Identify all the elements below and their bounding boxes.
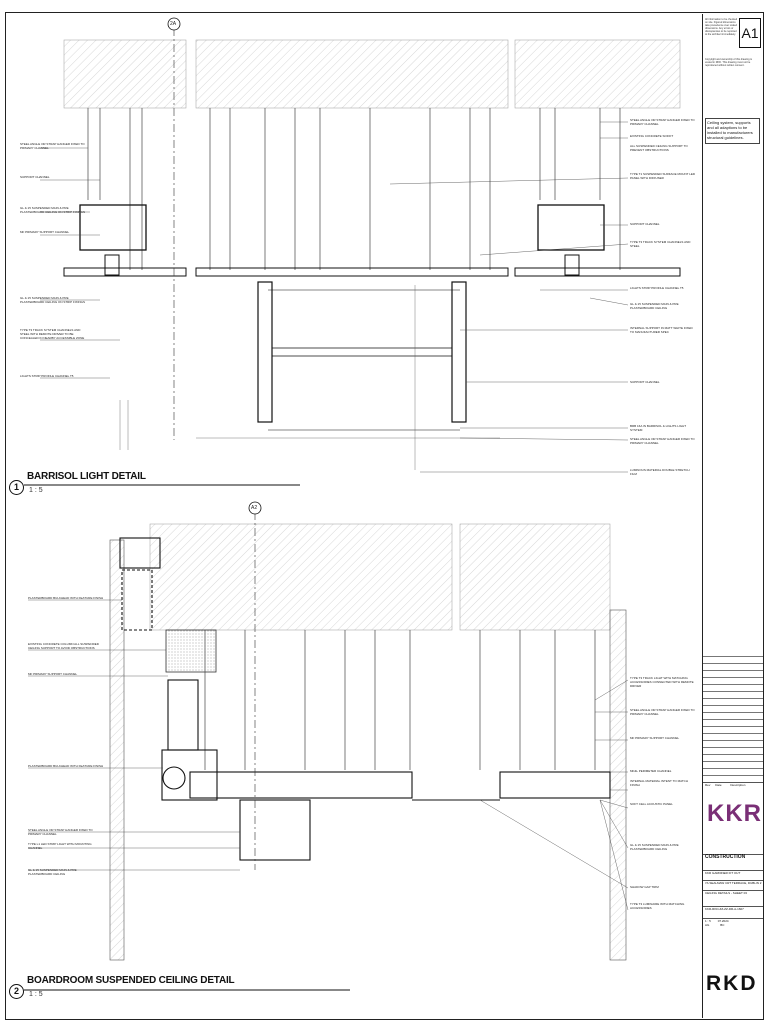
- d2-label-right-8: TYPE T3 LUMINAIRE WITH MATCHING ACCESSOR…: [630, 902, 685, 910]
- d1-label-right-3: TYPE T1 SUSPENDED SURFACE MOUNT LED PANE…: [630, 172, 696, 180]
- detail1-leaders: [40, 121, 629, 473]
- d1-label-right-7: GL & 15 SUSPENDED MAIN & PRE PLASTERBOAR…: [630, 302, 679, 310]
- detail1-grid-bubble: [167, 17, 181, 31]
- d1-label-right-10: BRB 16A IN BARRISOL & LIGHTS LIGHT SYSTE…: [630, 424, 687, 432]
- d2-label-left-1: EXISTING CONCRETE COLUMN ALL SUSPENDED C…: [28, 642, 99, 650]
- d2-label-right-4: INTERNAL MATERIAL INTENT TO MATCH FINISH: [630, 779, 689, 787]
- general-notes: All information to be checked on site. F…: [705, 18, 738, 36]
- rev-col: Rev: [705, 783, 711, 787]
- d1-label-left-2: GL & 15 SUSPENDED MAIN & PRE PLASTERBOAR…: [20, 206, 85, 214]
- d2-label-left-3: PLASTERBOARD BULKHEAD WITH FEATURE FINIS…: [28, 764, 104, 768]
- detail1-title: BARRISOL LIGHT DETAIL: [27, 471, 146, 482]
- drawn-value: AG: [705, 923, 710, 927]
- client-logo: KKR: [707, 800, 762, 827]
- d1-label-right-9: SUPPORT CHANNEL: [630, 380, 660, 384]
- detail1-soffit: [63, 39, 681, 109]
- detail1-dims: [119, 285, 500, 470]
- detail2-grid-bubble: [248, 501, 262, 515]
- d2-label-right-6: GL & 15 SUSPENDED MAIN & PRE PLASTERBOAR…: [630, 843, 679, 851]
- detail2-number: 2: [9, 984, 24, 999]
- d2-label-left-6: GL & 15 SUSPENDED MAIN & PRE PLASTERBOAR…: [28, 868, 77, 876]
- d1-label-right-12: LUMINOUS MATERIAL DOUBLE STRETCH FILM: [630, 468, 690, 476]
- scale-value: 1 : 5: [705, 919, 711, 923]
- detail2-soffit: [109, 523, 627, 961]
- title-block: A1 All information to be checked on site…: [702, 14, 763, 1018]
- revision-grid: [703, 650, 763, 780]
- d1-label-right-8: INTERNAL SUPPORT IN MATT WHITE FIXED TO …: [630, 326, 693, 334]
- d1-label-right-4: SUPPORT CHANNEL: [630, 222, 660, 226]
- desc-col: Description: [730, 783, 746, 787]
- d1-label-right-11: STEEL ANGLE OR STRAP HANGER FIXED TO PRI…: [630, 437, 695, 445]
- d1-label-right-6: LIGHTS STRIP PROFILE CHANNEL T5: [630, 286, 684, 290]
- d1-label-left-1: SUPPORT CHANNEL: [20, 175, 50, 179]
- copyright-note: Copyright and ownership of this drawing …: [705, 58, 752, 67]
- d2-label-right-3: MF&L PERIMETER CHANNEL: [630, 769, 672, 773]
- d1-label-left-3: MF PRIMARY SUPPORT CHANNEL: [20, 230, 70, 234]
- detail1-hangers: [87, 108, 621, 270]
- revision-header: Rev Date Description: [703, 782, 763, 788]
- date-col: Date: [715, 783, 722, 787]
- detail2-leaders: [28, 599, 629, 911]
- d2-label-left-4: STEEL ANGLE OR STRAP HANGER FIXED TO PRI…: [28, 828, 93, 836]
- grid-ref-2a: 2A: [170, 21, 177, 27]
- grid-ref-a2: A2: [251, 505, 258, 511]
- d1-label-right-1: EXISTING CONCRETE SOFFIT: [630, 134, 674, 138]
- drawing-title-row: CEILING DETAILS - SHEET 03: [703, 890, 763, 900]
- practice-logo: RKD: [706, 972, 758, 995]
- drawing-sheet: [5, 12, 764, 1020]
- d1-label-left-0: STEEL ANGLE OR STRAP HANGER FIXED TO PRI…: [20, 142, 85, 150]
- address-row: 7A SEALMAW CRT TERRACE, DUBLIN 2: [703, 880, 763, 890]
- sheet-size-mark: A1: [739, 18, 761, 48]
- detail1-ceiling: [63, 204, 681, 277]
- d1-label-left-5: TYPE T3 TRACK SYSTEM CHANNELS AND STEEL …: [20, 328, 85, 340]
- d2-label-left-0: PLASTERBOARD BULKHEAD WITH FEATURE FINIS…: [28, 596, 104, 600]
- status: CONSTRUCTION: [705, 854, 746, 860]
- d1-label-right-2: ALL SUSPENDED CEILING SUPPORT TO PREVENT…: [630, 144, 688, 152]
- status-row: CONSTRUCTION: [703, 854, 763, 868]
- d2-label-right-0: TYPE T3 TRACK LIGHT WITH MATCHING ACCESS…: [630, 676, 694, 688]
- detail2-ceiling: [119, 537, 611, 861]
- barrisol-box: [257, 281, 467, 431]
- detail2-scale: 1 : 5: [29, 991, 43, 998]
- drawing-number-row: KKR-RKD-ZZ-ZZ-DR-A-1607: [703, 906, 763, 916]
- d1-label-right-5: TYPE T3 TRACK SYSTEM CHANNELS AND STEEL: [630, 240, 691, 248]
- detail1-scale: 1 : 5: [29, 487, 43, 494]
- detail2-hangers: [204, 630, 596, 770]
- d1-label-right-0: STEEL ANGLE OR STRAP HANGER FIXED TO PRI…: [630, 118, 695, 126]
- d2-label-left-2: MF PRIMARY SUPPORT CHANNEL: [28, 672, 78, 676]
- date-value: 07.2024: [717, 919, 729, 923]
- d2-label-right-7: SHADOW GAP TRIM: [630, 885, 659, 889]
- d1-label-left-6: LIGHTS STRIP PROFILE CHANNEL T5: [20, 374, 74, 378]
- meta-row: 1 : 5 07.2024 AG BC: [703, 918, 763, 936]
- d2-label-right-5: SOFT CELL ACOUSTIC PANEL: [630, 802, 673, 806]
- ceiling-note-box: Ceiling system, supports and all adaptio…: [705, 118, 760, 144]
- detail2-title: BOARDROOM SUSPENDED CEILING DETAIL: [27, 975, 235, 986]
- d2-label-right-2: MF PRIMARY SUPPORT CHANNEL: [630, 736, 680, 740]
- d1-label-left-4: GL & 15 SUSPENDED MAIN & PRE PLASTERBOAR…: [20, 296, 85, 304]
- d2-label-left-5: TYPE L1 LED STRIP LIGHT WITH MOUNTING CH…: [28, 842, 92, 850]
- project-row: KKR GARDINER FIT OUT: [703, 870, 763, 880]
- d2-label-right-1: STEEL ANGLE OR STRAP HANGER FIXED TO PRI…: [630, 708, 695, 716]
- detail1-number: 1: [9, 480, 24, 495]
- checked-value: BC: [720, 923, 725, 927]
